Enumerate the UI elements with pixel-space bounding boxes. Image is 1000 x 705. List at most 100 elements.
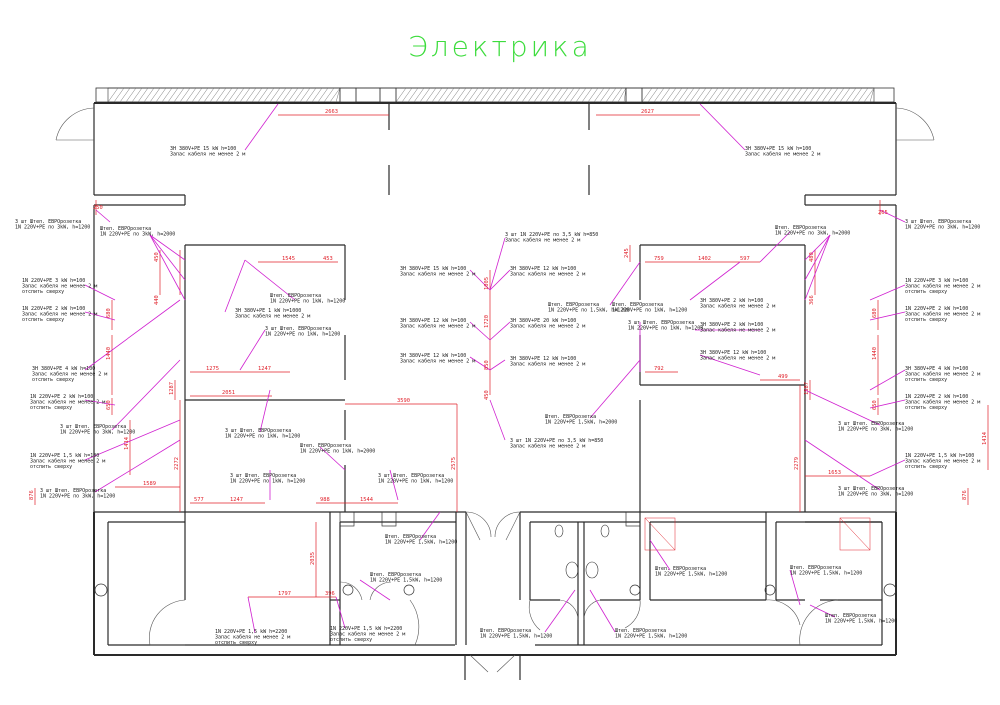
label-line: 3Н 380V+PE 15 kW h=100 [745,146,811,152]
dim-1275: 1275 [206,366,219,372]
hatch-line [815,87,827,103]
hatch-line [509,87,521,103]
hatch-line [569,87,581,103]
label-line: Штеп. ЕВРОрозетка [270,293,321,299]
hatch-line [179,87,191,103]
dim-1247-b: 1247 [230,497,243,503]
hatch-line [407,87,419,103]
hatch-line [563,87,575,103]
hatch-line [131,87,143,103]
hatch-line [725,87,737,103]
label-line: отспить сверху [905,464,947,470]
hatch-line [269,87,281,103]
hatch-line [149,87,161,103]
hatch-line [683,87,695,103]
hatch-line [473,87,485,103]
dim-3590: 3590 [397,398,410,404]
label-line: 1N 220V+PE 1,5 kW h=100 [30,453,99,459]
dim-440: 440 [154,295,160,305]
label-line: 3 шт Штеп. ЕВРОрозетка [40,488,106,494]
dim-453: 453 [323,256,333,262]
label-line: Запас кабеля не менее 2 м [400,323,475,330]
hatch-line [425,87,437,103]
hatch-line [437,87,449,103]
label-line: Запас кабеля не менее 2 м [32,371,107,378]
hatch-line [833,87,845,103]
hatch-line [215,87,227,103]
hatch-line [761,87,773,103]
hatch-line [419,87,431,103]
label-line: Запас кабеля не менее 2 м [700,327,775,334]
label-line: Запас кабеля не менее 2 м [510,323,585,330]
hatch-line [191,87,203,103]
dim-1544: 1544 [360,497,373,503]
hatch-line [743,87,755,103]
hatch-line [557,87,569,103]
drawing-title: Электрика [408,30,592,63]
label-line: отспить сверху [32,377,74,383]
hatch-line [107,87,119,103]
hatch-line [671,87,683,103]
label-line: отспить сверху [215,640,257,646]
hatch-line [257,87,269,103]
label-line: 3 шт Штеп. ЕВРОрозетка [628,320,694,326]
dim-1402: 1402 [698,256,711,262]
label-line: 3Н 380V+PE 15 kW h=100 [170,146,236,152]
hatch-line [689,87,701,103]
hatch-line [611,87,623,103]
dimension-lines [34,114,989,598]
hatch-line [773,87,785,103]
dim-1440-left: 1440 [106,347,112,360]
label-line: Запас кабеля не менее 2 м [400,358,475,365]
hatch-line [329,87,341,103]
label-line: 1N 220V+PE 1,5 kW h=2200 [330,626,402,632]
label-line: 3Н 380V+PE 12 kW h=100 [400,318,466,324]
dim-1797: 1797 [278,591,291,597]
hatch-line [209,87,221,103]
label-line: Штеп. ЕВРОрозетка [790,565,841,571]
hatch-line [809,87,821,103]
hatch-line [161,87,173,103]
label-line: 1N 220V+PE по 3kW, h=1200 [15,225,90,231]
hatch-line [143,87,155,103]
hatch-line [647,87,659,103]
hatch-line [251,87,263,103]
hatch-line [803,87,815,103]
label-line: Запас кабеля не менее 2 м [510,271,585,278]
hatch-line [467,87,479,103]
leader-lines [84,103,906,634]
label-line: 1N 220V+PE по 1kW, h=1200 [225,434,300,440]
hatch-line [521,87,533,103]
label-line: Запас кабеля не менее 2 м [400,271,475,278]
dim-2627: 2627 [641,109,654,115]
label-line: 3 шт 1N 220V+PE по 3,5 kW h=850 [505,232,598,238]
label-line: 3 шт 1N 220V+PE по 3,5 kW h=850 [510,438,603,444]
label-line: 1N 220V+PE 1,5kW, h=1200 [615,634,687,640]
label-line: Запас кабеля не менее 2 м [505,237,580,244]
label-line: 3 шт Штеп. ЕВРОрозетка [838,421,904,427]
dim-2035: 2035 [310,552,316,565]
label-line: 1N 220V+PE 1,5kW, h=1200 [385,540,457,546]
label-line: Запас кабеля не менее 2 м [905,371,980,378]
hatch-line [719,87,731,103]
hatch-line [665,87,677,103]
hatch-line [863,87,875,103]
dim-1287: 1287 [169,382,175,395]
hatch-line [287,87,299,103]
